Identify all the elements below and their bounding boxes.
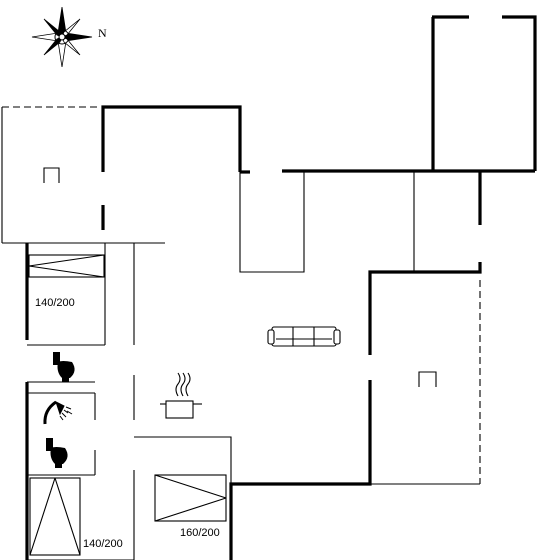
- interior-walls: [1, 107, 480, 560]
- dashed-walls: [2, 106, 481, 484]
- chair-icon: [43, 167, 60, 183]
- compass-rose-icon: [31, 6, 93, 68]
- bed-icon: [154, 474, 227, 522]
- shower-icon: [43, 400, 73, 425]
- bed-icon: [28, 254, 105, 278]
- bed-size-label: 140/200: [83, 538, 123, 550]
- bed-icon: [29, 477, 81, 556]
- bed-size-label: 160/200: [180, 527, 220, 539]
- bed-size-label: 140/200: [35, 297, 75, 309]
- toilet-icon: [53, 352, 75, 382]
- north-label: N: [98, 26, 107, 40]
- toilet-icon: [46, 438, 68, 468]
- sofa-icon: [267, 326, 341, 347]
- chair-icon: [418, 371, 437, 387]
- exterior-walls: [25, 15, 537, 560]
- kitchen-pot-icon: [160, 372, 202, 419]
